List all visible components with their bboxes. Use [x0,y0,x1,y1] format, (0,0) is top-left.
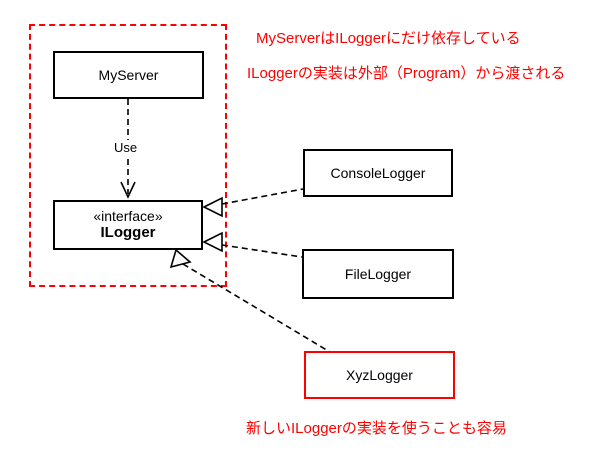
ilogger-name-label: ILogger [100,224,156,242]
interface-node-ilogger: «interface» ILogger [53,200,203,250]
realization-arrowhead-consolelogger-icon [202,196,223,218]
dependency-scope-boundary [29,24,227,287]
realization-arrowhead-filelogger-icon [202,231,223,253]
use-edge-label: Use [112,140,140,155]
annotation-implementation-passed-from-outside: ILoggerの実装は外部（Program）から渡される [247,65,566,82]
class-node-filelogger: FileLogger [302,249,454,299]
realization-line-consolelogger [221,188,304,205]
realization-arrowhead-xyzlogger-icon [169,248,192,269]
annotation-easy-to-use-new-implementation: 新しいILoggerの実装を使うことも容易 [246,420,507,437]
xyzlogger-label: XyzLogger [346,366,413,383]
realization-line-filelogger [221,244,303,258]
ilogger-stereotype-label: «interface» [93,207,163,224]
annotation-depends-only-on-ilogger: MyServerはILoggerにだけ依存している [256,30,521,47]
myserver-label: MyServer [98,66,159,83]
class-node-xyzlogger: XyzLogger [304,351,455,399]
class-node-consolelogger: ConsoleLogger [303,149,453,197]
filelogger-label: FileLogger [344,265,412,282]
class-node-myserver: MyServer [53,51,204,99]
realization-line-xyzlogger [182,263,331,353]
consolelogger-label: ConsoleLogger [330,164,426,181]
use-arrowhead-icon [120,181,136,199]
